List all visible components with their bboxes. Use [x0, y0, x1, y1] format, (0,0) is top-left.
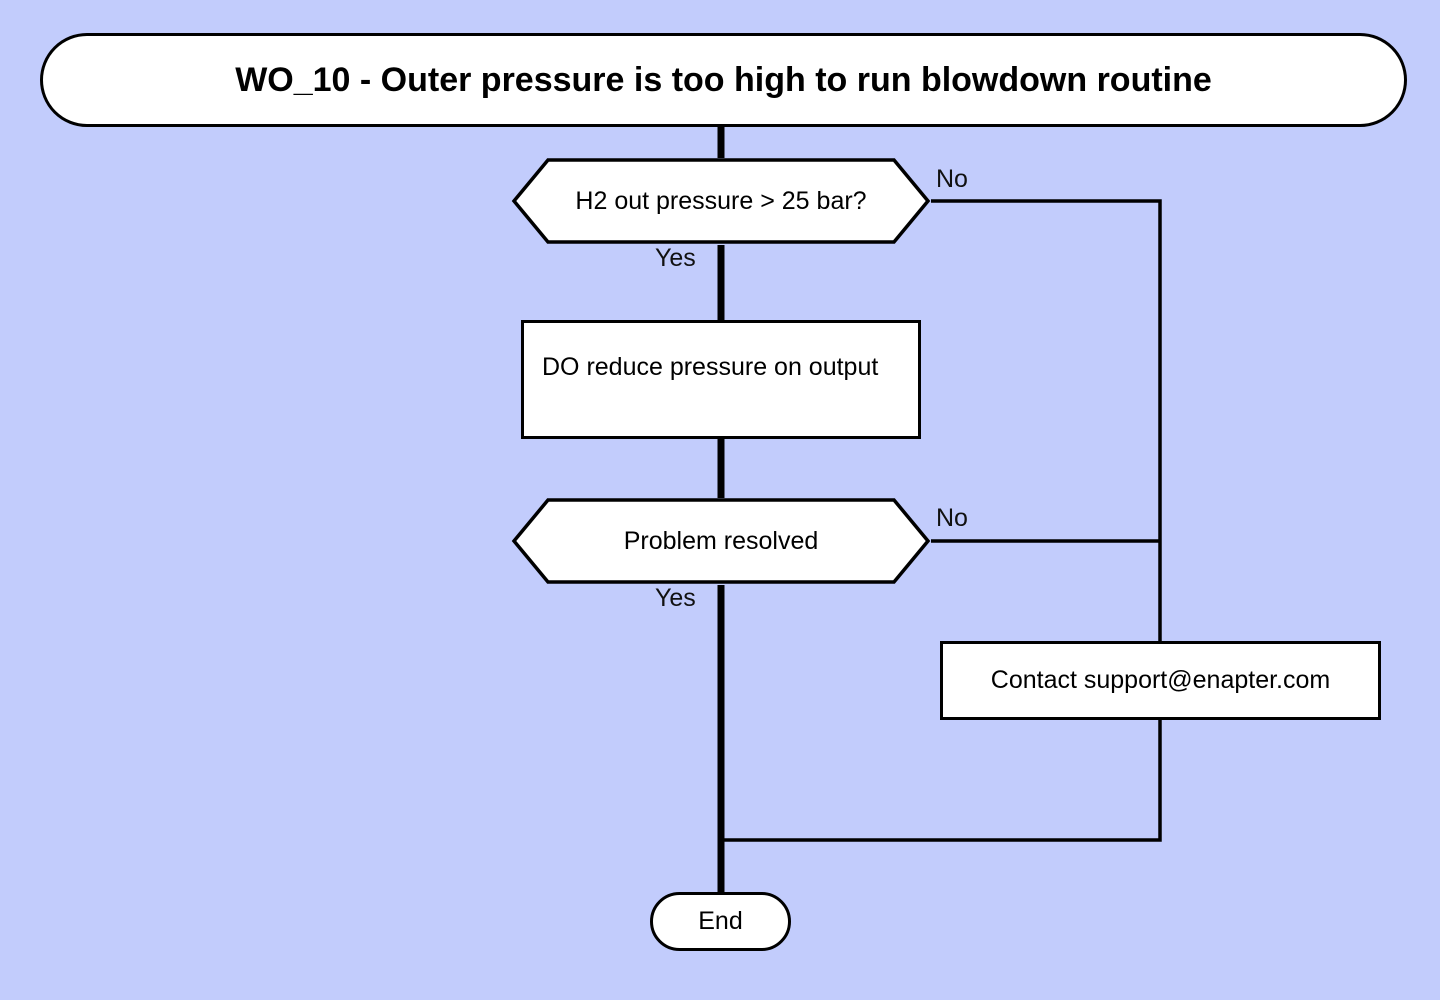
edge-label-decision2-yes: Yes — [655, 584, 696, 612]
node-process-reduce-pressure: DO reduce pressure on output — [521, 320, 921, 439]
node-process-contact-support: Contact support@enapter.com — [940, 641, 1381, 720]
edge-decision1-no — [931, 199, 1162, 641]
node-decision-problem-resolved-label: Problem resolved — [623, 526, 819, 555]
node-decision-h2-pressure: H2 out pressure > 25 bar? — [511, 157, 931, 245]
node-decision-problem-resolved: Problem resolved — [511, 497, 931, 585]
edge-label-decision1-no: No — [936, 165, 968, 193]
node-decision-h2-pressure-label: H2 out pressure > 25 bar? — [575, 186, 867, 215]
hexagon-shape — [511, 158, 931, 244]
node-title: WO_10 - Outer pressure is too high to ru… — [40, 33, 1407, 127]
edge-label-decision2-no: No — [936, 504, 968, 532]
hexagon-shape — [511, 498, 931, 584]
edge-contact-to-end — [721, 720, 1162, 842]
node-end: End — [650, 892, 791, 951]
edge-label-decision1-yes: Yes — [655, 244, 696, 272]
